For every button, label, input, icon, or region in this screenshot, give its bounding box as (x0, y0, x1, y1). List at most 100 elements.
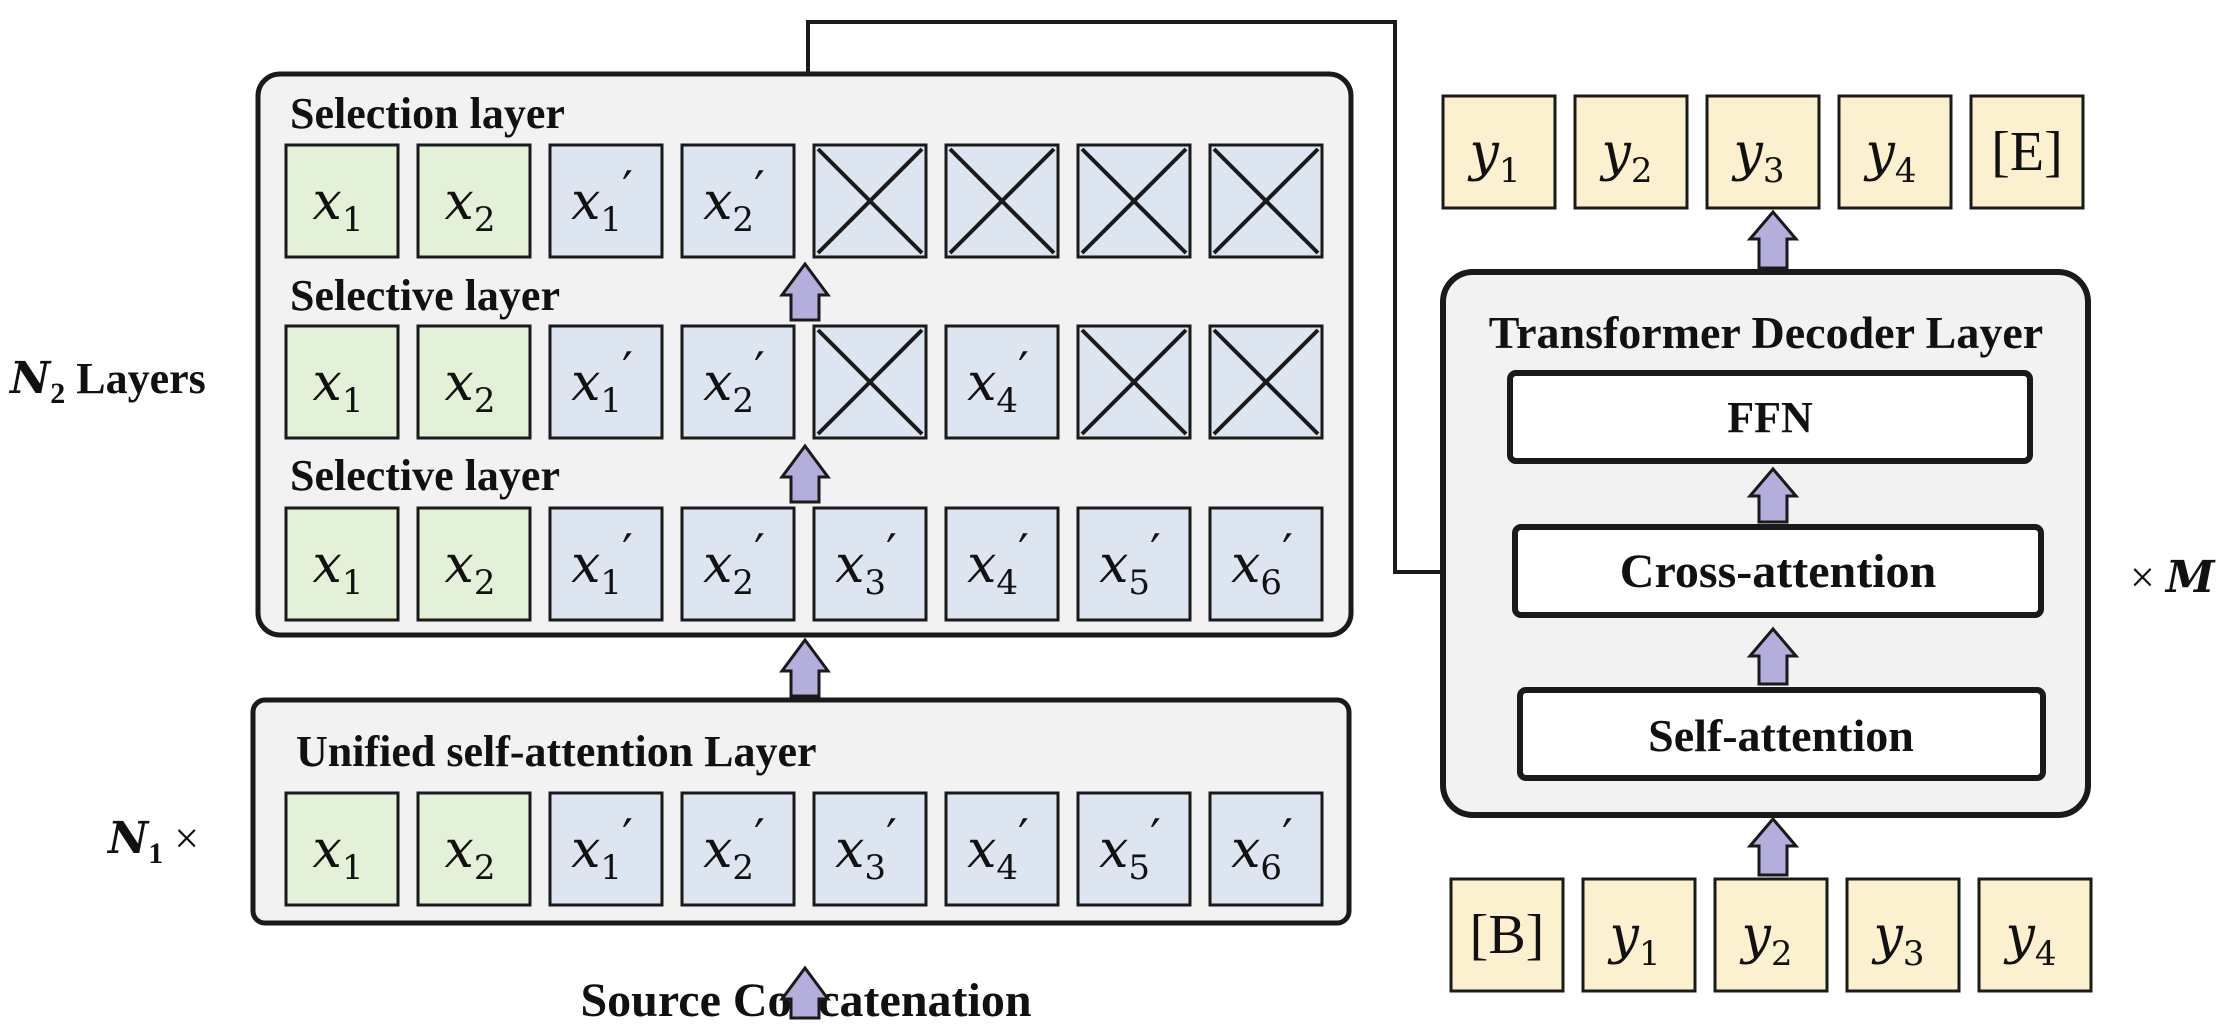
token-box (416, 791, 532, 907)
token-box (944, 506, 1060, 622)
mask-cross-line (1080, 147, 1188, 255)
ffn-label: FFN (1727, 393, 1813, 442)
token-label: y2 (1739, 906, 1792, 974)
decoder-title: Transformer Decoder Layer (1489, 307, 2043, 358)
token-box (416, 506, 532, 622)
token-box (1441, 94, 1557, 210)
token-label: x2′ (703, 809, 765, 888)
token-label: x5′ (1099, 524, 1161, 603)
n1-repeat-label: N1 × (106, 813, 199, 870)
token-label: [E] (1991, 121, 2063, 183)
token-box (1581, 877, 1697, 993)
token-box (1208, 506, 1324, 622)
token-box (1208, 791, 1324, 907)
token-box (1076, 506, 1192, 622)
token-box (416, 324, 532, 440)
token-box (812, 506, 928, 622)
token-label: x2 (445, 172, 496, 240)
token-label: x2 (445, 535, 496, 603)
decoder-repeat-label: × M (2130, 552, 2216, 603)
token-label: x3′ (835, 524, 897, 603)
token-box (812, 791, 928, 907)
token-label: x6′ (1231, 524, 1293, 603)
arrow-up-self-to-cross (1746, 626, 1800, 686)
arrow-up-input-to-decoder (1746, 816, 1800, 877)
token-label: x2 (445, 353, 496, 421)
selection-layer-tokens: x1 x2 x1′ x2′ (284, 143, 1324, 259)
token-box (680, 791, 796, 907)
token-label: x1′ (571, 161, 633, 240)
token-label: x1 (313, 535, 364, 603)
token-box (1845, 877, 1961, 993)
mask-cross-line (816, 328, 924, 436)
self-attention-block (1517, 687, 2046, 781)
token-box (1713, 877, 1829, 993)
encoder-to-cross-attention-connector (806, 20, 1516, 578)
arrow-up-source-to-unified (779, 965, 831, 1020)
arrow-up-decoder-to-output (1746, 209, 1800, 270)
selective-layer-lower-title: Selective layer (290, 451, 560, 500)
token-label: x5′ (1099, 809, 1161, 888)
token-box (284, 324, 400, 440)
token-box (944, 324, 1060, 440)
arrow-up-cross-to-ffn (1746, 466, 1800, 524)
arrow-up-lower-to-upper-selective (779, 443, 831, 504)
token-label: y1 (1607, 906, 1660, 974)
token-box (548, 506, 664, 622)
token-box (1705, 94, 1821, 210)
selective-layer-upper-title: Selective layer (290, 271, 560, 320)
token-box (1449, 877, 1565, 993)
token-label: x1 (313, 353, 364, 421)
token-label: x1 (313, 172, 364, 240)
token-label: x1′ (571, 524, 633, 603)
token-label: x4′ (967, 342, 1029, 421)
token-label: x4′ (967, 524, 1029, 603)
token-label: y3 (1731, 123, 1784, 191)
token-box (680, 324, 796, 440)
token-box (548, 791, 664, 907)
mask-cross-line (1212, 147, 1320, 255)
token-label: x1 (313, 820, 364, 888)
token-box (548, 324, 664, 440)
token-box (944, 791, 1060, 907)
token-label: x1′ (571, 809, 633, 888)
token-box (680, 506, 796, 622)
token-box (284, 143, 400, 259)
token-label: x2′ (703, 342, 765, 421)
mask-cross-line (1212, 328, 1320, 436)
mask-cross-line (948, 147, 1056, 255)
cross-attention-block (1512, 524, 2044, 618)
token-label: y1 (1467, 123, 1520, 191)
token-label: x3′ (835, 809, 897, 888)
arrow-up-unified-to-stack (779, 637, 831, 698)
token-box (416, 143, 532, 259)
token-label: y4 (1863, 123, 1916, 191)
token-label: x4′ (967, 809, 1029, 888)
token-box (1837, 94, 1953, 210)
token-label: [B] (1470, 904, 1545, 966)
decoder-input-tokens: [B] y1 y2 y3 y4 (1449, 877, 2093, 993)
token-label: x1′ (571, 342, 633, 421)
token-box (284, 506, 400, 622)
token-box (680, 143, 796, 259)
token-box (1977, 877, 2093, 993)
selection-layer-title: Selection layer (290, 89, 565, 138)
token-label: x2′ (703, 161, 765, 240)
token-label: x6′ (1231, 809, 1293, 888)
token-box (1573, 94, 1689, 210)
token-label: x2 (445, 820, 496, 888)
mask-cross-line (1080, 328, 1188, 436)
n2-layers-label: N2 Layers (8, 353, 206, 410)
token-box (548, 143, 664, 259)
selective-layer-upper-tokens: x1 x2 x1′ x2′ x4′ (284, 324, 1324, 440)
token-label: y3 (1871, 906, 1924, 974)
self-attention-label: Self-attention (1648, 710, 1914, 761)
token-box (1969, 94, 2085, 210)
unified-layer-title: Unified self-attention Layer (296, 727, 817, 776)
arrow-up-selective-to-selection (779, 261, 831, 322)
cross-attention-label: Cross-attention (1620, 545, 1936, 598)
mask-cross-line (816, 147, 924, 255)
token-label: y4 (2003, 906, 2056, 974)
